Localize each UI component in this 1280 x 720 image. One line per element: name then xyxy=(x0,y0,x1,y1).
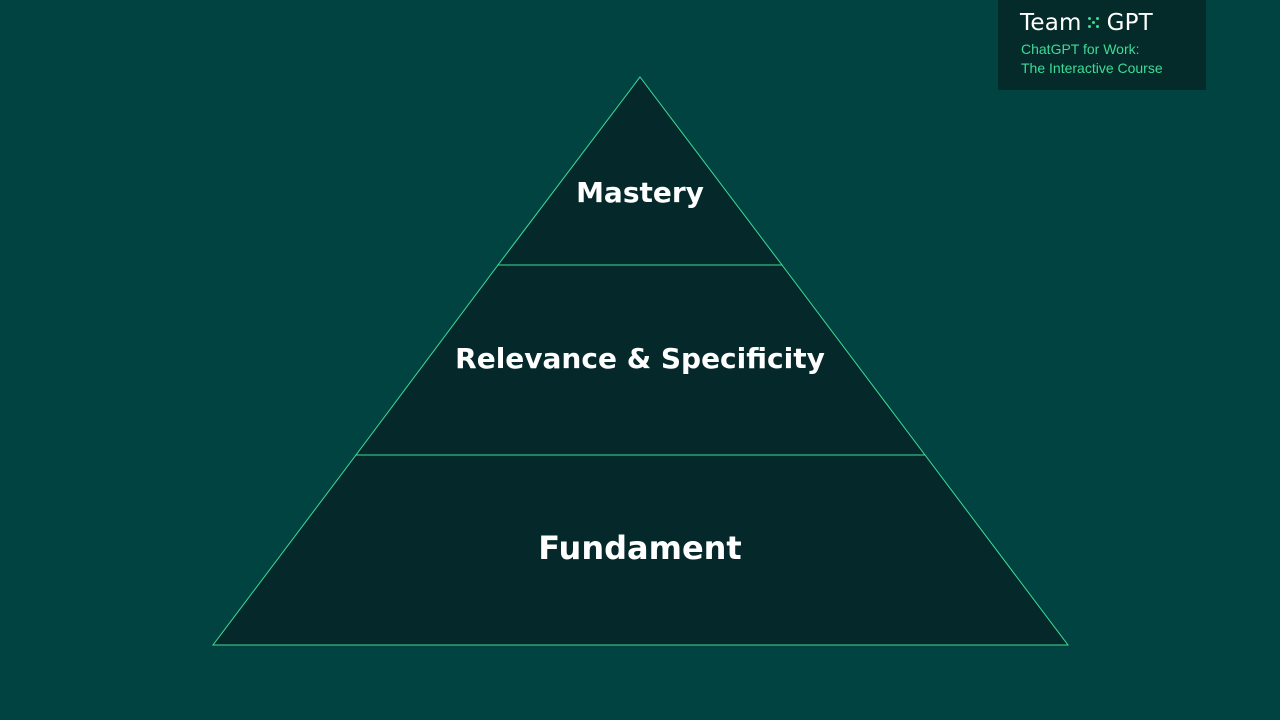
pyramid-tier-bottom-shape xyxy=(211,454,1070,646)
logo-name-left: Team xyxy=(1020,10,1082,36)
logo-subtitle-line1: ChatGPT for Work: xyxy=(1021,41,1140,57)
logo-subtitle-line2: The Interactive Course xyxy=(1021,60,1163,76)
team-gpt-logo: Team GPT xyxy=(1020,10,1153,36)
pyramid-tier-middle-label: Relevance & Specificity xyxy=(455,342,825,375)
logo-dots-icon xyxy=(1087,16,1102,30)
team-gpt-logo-box: Team GPT ChatGPT for Work: The Interacti… xyxy=(998,0,1206,90)
pyramid-tier-bottom-label: Fundament xyxy=(538,529,742,567)
pyramid-tier-top-shape xyxy=(496,76,784,266)
pyramid-tier-top-label: Mastery xyxy=(576,176,704,209)
logo-name-right: GPT xyxy=(1106,10,1153,36)
